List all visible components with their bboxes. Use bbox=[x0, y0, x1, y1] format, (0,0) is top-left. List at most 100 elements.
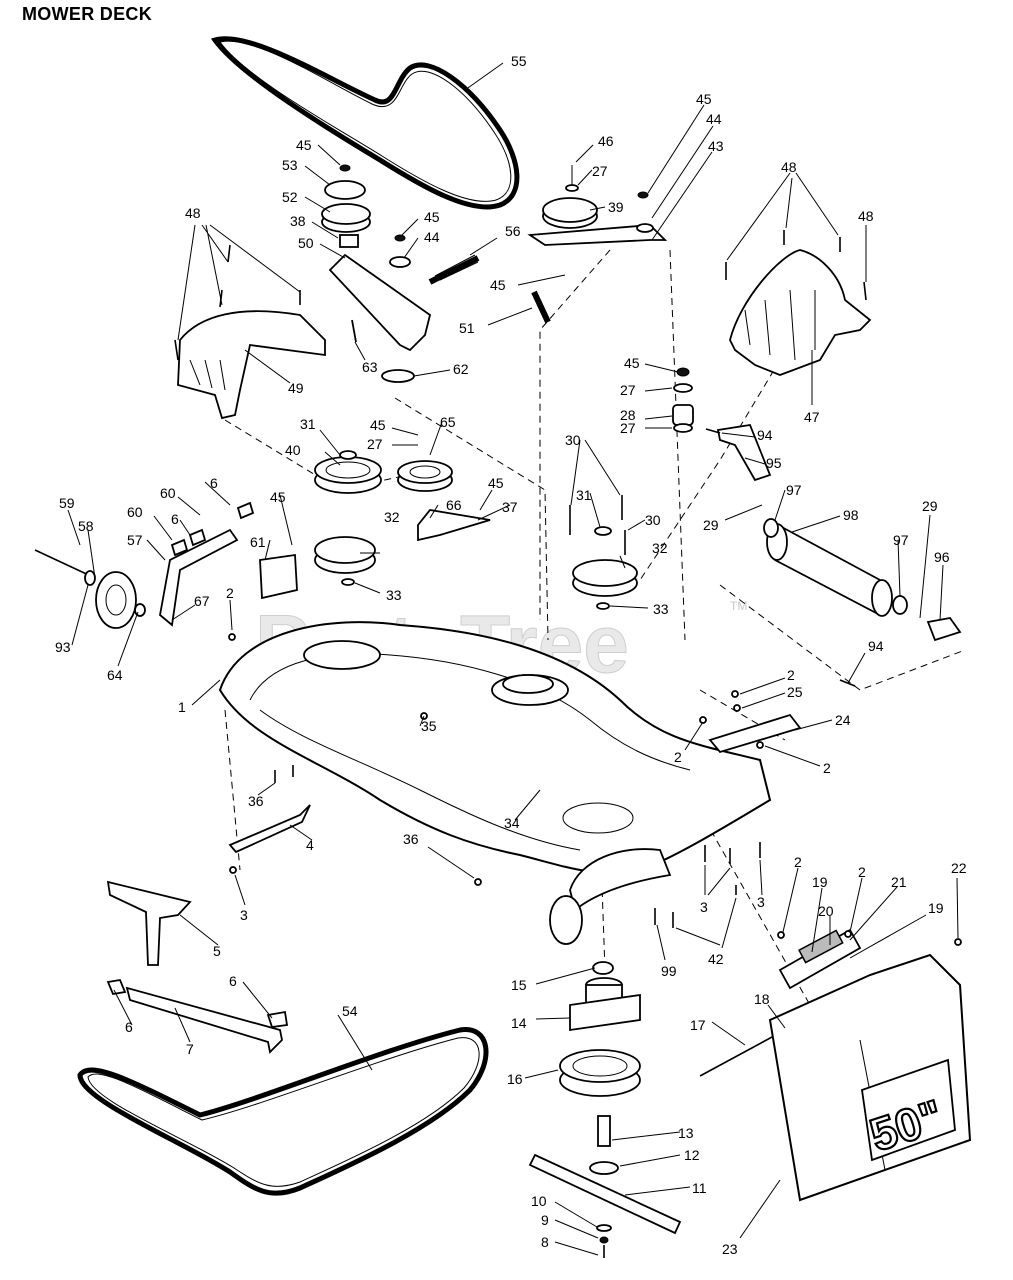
callout-24: 24 bbox=[835, 712, 851, 728]
callout-37: 37 bbox=[502, 499, 518, 515]
callout-47: 47 bbox=[804, 409, 820, 425]
callout-48: 48 bbox=[858, 208, 874, 224]
callout-23: 23 bbox=[722, 1241, 738, 1257]
idler-arm-43 bbox=[527, 165, 668, 246]
idler-bracket-50 bbox=[321, 164, 432, 352]
callout-48: 48 bbox=[185, 205, 201, 221]
callout-54: 54 bbox=[342, 1003, 358, 1019]
callout-61: 61 bbox=[250, 534, 266, 550]
callout-31: 31 bbox=[300, 416, 316, 432]
callout-35: 35 bbox=[421, 718, 437, 734]
pulley-40 bbox=[314, 450, 382, 494]
callout-34: 34 bbox=[504, 815, 520, 831]
callout-96: 96 bbox=[934, 549, 950, 565]
shield-49 bbox=[177, 310, 326, 420]
callout-60: 60 bbox=[160, 485, 176, 501]
callout-3: 3 bbox=[700, 899, 708, 915]
bolts-48 bbox=[174, 230, 867, 361]
spindle-housing-14 bbox=[569, 977, 641, 1032]
leader-lines bbox=[67, 62, 959, 1256]
pulley-32-left bbox=[314, 536, 376, 586]
callout-40: 40 bbox=[285, 442, 301, 458]
callout-17: 17 bbox=[690, 1017, 706, 1033]
belt-55 bbox=[210, 36, 520, 210]
callout-30: 30 bbox=[645, 512, 661, 528]
callout-32: 32 bbox=[652, 540, 668, 556]
callout-45: 45 bbox=[490, 277, 506, 293]
callout-27: 27 bbox=[367, 436, 383, 452]
callout-53: 53 bbox=[282, 157, 298, 173]
callout-14: 14 bbox=[511, 1015, 527, 1031]
callout-62: 62 bbox=[453, 361, 469, 377]
mower-deck-housing bbox=[218, 621, 772, 945]
callout-51: 51 bbox=[459, 320, 475, 336]
callout-18: 18 bbox=[754, 991, 770, 1007]
callout-31: 31 bbox=[576, 487, 592, 503]
callout-19: 19 bbox=[928, 900, 944, 916]
callout-97: 97 bbox=[893, 532, 909, 548]
diagram-title: MOWER DECK bbox=[22, 4, 152, 24]
anti-scalp-roller-98 bbox=[763, 518, 962, 642]
callout-39: 39 bbox=[608, 199, 624, 215]
callout-12: 12 bbox=[684, 1147, 700, 1163]
callout-2: 2 bbox=[787, 667, 795, 683]
callout-5: 5 bbox=[213, 943, 221, 959]
callout-97: 97 bbox=[786, 482, 802, 498]
gauge-wheel-58 bbox=[95, 571, 137, 629]
callout-labels: 55 45 53 52 38 50 48 45 44 56 45 46 27 3… bbox=[55, 53, 967, 1257]
callout-95: 95 bbox=[766, 455, 782, 471]
callout-99: 99 bbox=[661, 963, 677, 979]
callout-50: 50 bbox=[298, 235, 314, 251]
callout-65: 65 bbox=[440, 414, 456, 430]
pulley-32-right bbox=[569, 495, 638, 610]
callout-22: 22 bbox=[951, 860, 967, 876]
callout-55: 55 bbox=[511, 53, 527, 69]
callout-2: 2 bbox=[794, 854, 802, 870]
callout-94: 94 bbox=[868, 638, 884, 654]
callout-3: 3 bbox=[240, 907, 248, 923]
callout-33: 33 bbox=[386, 587, 402, 603]
callout-45: 45 bbox=[270, 489, 286, 505]
blade-11 bbox=[528, 1153, 682, 1235]
callout-6: 6 bbox=[229, 973, 237, 989]
callout-45: 45 bbox=[370, 417, 386, 433]
callout-15: 15 bbox=[511, 977, 527, 993]
callout-58: 58 bbox=[78, 518, 94, 534]
callout-10: 10 bbox=[531, 1193, 547, 1209]
callout-1: 1 bbox=[178, 699, 186, 715]
callout-67: 67 bbox=[194, 593, 210, 609]
callout-45: 45 bbox=[296, 137, 312, 153]
callout-20: 20 bbox=[818, 903, 834, 919]
small-fasteners bbox=[228, 428, 962, 946]
callout-25: 25 bbox=[787, 684, 803, 700]
callout-2: 2 bbox=[858, 864, 866, 880]
callout-6: 6 bbox=[171, 511, 179, 527]
watermark-trademark: TM bbox=[730, 599, 747, 613]
spindle-shield-16 bbox=[559, 1049, 641, 1097]
callout-64: 64 bbox=[107, 667, 123, 683]
callout-45: 45 bbox=[696, 91, 712, 107]
callout-57: 57 bbox=[127, 532, 143, 548]
callout-16: 16 bbox=[507, 1071, 523, 1087]
callout-44: 44 bbox=[424, 229, 440, 245]
callout-27: 27 bbox=[620, 382, 636, 398]
callout-28: 28 bbox=[620, 407, 636, 423]
callout-27: 27 bbox=[620, 420, 636, 436]
callout-63: 63 bbox=[362, 359, 378, 375]
callout-21: 21 bbox=[891, 874, 907, 890]
callout-2: 2 bbox=[823, 760, 831, 776]
callout-48: 48 bbox=[781, 159, 797, 175]
callout-45: 45 bbox=[424, 209, 440, 225]
callout-45: 45 bbox=[488, 475, 504, 491]
callout-13: 13 bbox=[678, 1125, 694, 1141]
callout-49: 49 bbox=[288, 380, 304, 396]
callout-66: 66 bbox=[446, 497, 462, 513]
callout-44: 44 bbox=[706, 111, 722, 127]
pulley-65 bbox=[397, 460, 453, 492]
callout-60: 60 bbox=[127, 504, 143, 520]
callout-46: 46 bbox=[598, 133, 614, 149]
callout-29: 29 bbox=[922, 498, 938, 514]
discharge-chute-23: 50" bbox=[768, 953, 972, 1202]
callout-19: 19 bbox=[812, 874, 828, 890]
